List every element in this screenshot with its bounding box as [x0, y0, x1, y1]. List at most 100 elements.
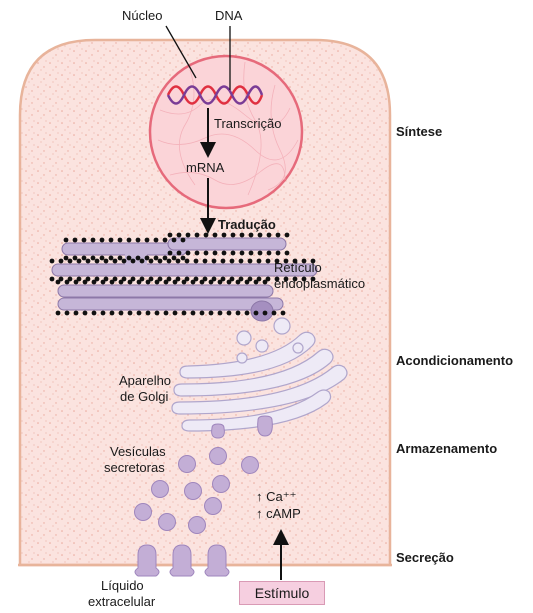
ribosome [274, 276, 280, 282]
ribosome [162, 237, 168, 243]
vesicle [151, 480, 169, 498]
ribosome [239, 250, 245, 256]
ribosome [226, 279, 232, 285]
ribosome [256, 258, 262, 264]
mrna-label: mRNA [186, 160, 225, 175]
ribosome [175, 258, 181, 264]
vesicle [241, 456, 259, 474]
ribosome [157, 276, 163, 282]
ribosome [221, 232, 227, 238]
ribosome [90, 255, 96, 261]
ribosome [172, 279, 178, 285]
ribosome [136, 310, 142, 316]
ribosome [55, 279, 61, 285]
ribosome [221, 250, 227, 256]
ribosome [172, 310, 178, 316]
ribosome [118, 279, 124, 285]
ribosome [280, 310, 286, 316]
ribosome [235, 310, 241, 316]
ribosome [202, 276, 208, 282]
ribosome [130, 258, 136, 264]
ribosome [100, 310, 106, 316]
ribosome [266, 232, 272, 238]
ribosome [202, 258, 208, 264]
stage-storage: Armazenamento [396, 441, 498, 456]
ribosome [230, 232, 236, 238]
vesicle [204, 497, 222, 515]
ribosome [275, 232, 281, 238]
ribosome [81, 237, 87, 243]
ribosome [185, 250, 191, 256]
ribosome [176, 232, 182, 238]
ribosome [284, 250, 290, 256]
ribosome [67, 276, 73, 282]
vesicles-label-line1: Vesículas [110, 444, 166, 459]
ribosome [199, 310, 205, 316]
ribosome [194, 232, 200, 238]
vesicle [184, 482, 202, 500]
ribosome [176, 250, 182, 256]
ribosome [238, 276, 244, 282]
golgi-label-line2: de Golgi [120, 389, 169, 404]
ribosome [217, 279, 223, 285]
ribosome [85, 258, 91, 264]
ribosome [121, 276, 127, 282]
ribosome [257, 250, 263, 256]
ribosome [127, 279, 133, 285]
stimulus-box: Estímulo [239, 581, 325, 605]
ribosome [238, 258, 244, 264]
ribosome [180, 255, 186, 261]
ribosome [117, 237, 123, 243]
camp-label: ↑ cAMP [256, 506, 301, 521]
ribosome [211, 276, 217, 282]
ribosome [127, 310, 133, 316]
ribosome [292, 276, 298, 282]
ribosome [190, 279, 196, 285]
ribosome [248, 250, 254, 256]
extracellular-label-line1: Líquido [101, 578, 144, 593]
ribosome [185, 232, 191, 238]
ribosome [193, 276, 199, 282]
transcription-label: Transcrição [214, 116, 282, 131]
nucleus-leader-line [165, 25, 197, 79]
stage-synthesis: Síntese [396, 124, 443, 139]
ribosome [171, 255, 177, 261]
ribosome [310, 276, 316, 282]
ribosome [117, 255, 123, 261]
ribosome [72, 255, 78, 261]
ribosome [112, 276, 118, 282]
ribosome [139, 276, 145, 282]
vesicle [158, 513, 176, 531]
vesicle [209, 447, 227, 465]
ribosome [49, 258, 55, 264]
ribosome [217, 310, 223, 316]
ribosome [262, 310, 268, 316]
ribosome [108, 255, 114, 261]
ribosome [239, 232, 245, 238]
ribosome [76, 276, 82, 282]
ribosome [166, 276, 172, 282]
translation-label: Tradução [218, 217, 276, 232]
endoplasmic-reticulum [51, 237, 318, 322]
ribosome [247, 276, 253, 282]
ribosome [144, 255, 150, 261]
ribosome [256, 276, 262, 282]
ribosome [145, 310, 151, 316]
ribosome [193, 258, 199, 264]
ribosome [81, 255, 87, 261]
ribosome [153, 237, 159, 243]
ribosome [58, 276, 64, 282]
ribosome [90, 237, 96, 243]
ribosome [226, 310, 232, 316]
vesicle [178, 455, 196, 473]
ribosome [162, 255, 168, 261]
extracellular-label-line2: extracelular [88, 594, 156, 609]
ribosome [283, 258, 289, 264]
ribosome [220, 276, 226, 282]
golgi-apparatus [171, 317, 348, 432]
ribosome [76, 258, 82, 264]
ribosome [212, 250, 218, 256]
ribosome [126, 237, 132, 243]
ribosome [212, 232, 218, 238]
ribosome [91, 279, 97, 285]
